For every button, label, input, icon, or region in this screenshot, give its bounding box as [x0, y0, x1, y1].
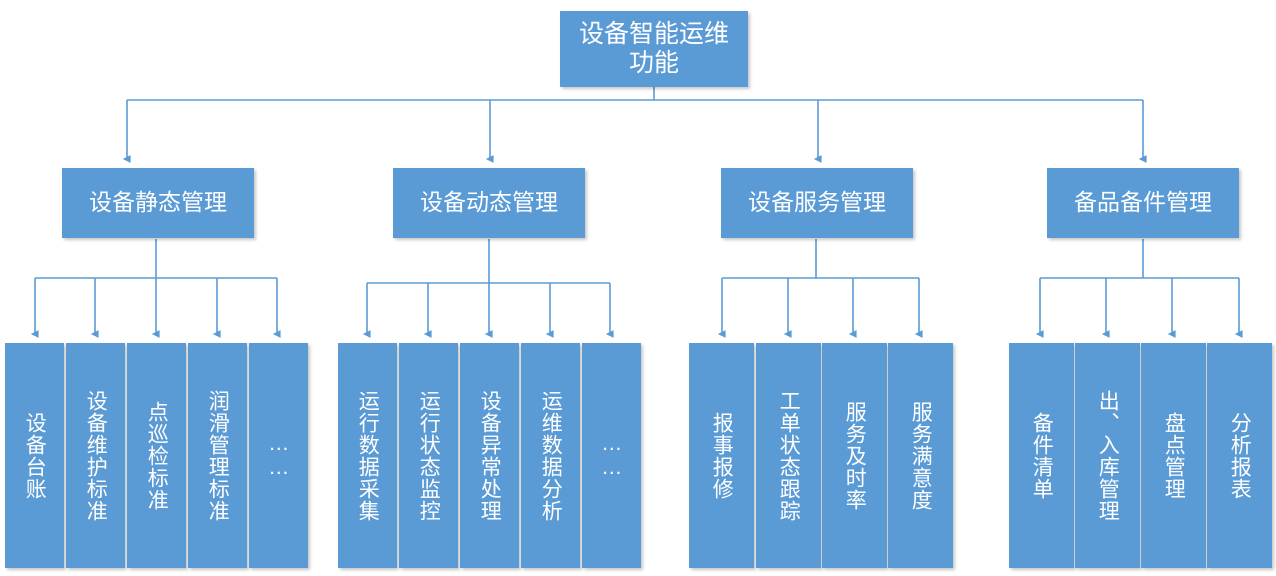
leaf-node-2-3-label: 设备异常处理 [478, 389, 502, 522]
leaf-node-1-1-label: 设备台账 [23, 411, 47, 500]
leaf-node-3-1[interactable]: 报事报修 [689, 343, 754, 568]
leaf-node-1-3-label: 点巡检标准 [145, 400, 169, 511]
leaf-node-2-4-label: 运维数据分析 [539, 389, 563, 522]
root-node-label: 设备智能运维功能 [578, 19, 729, 78]
leaf-node-1-4[interactable]: 润滑管理标准 [188, 343, 247, 568]
leaf-node-4-4-label: 分析报表 [1228, 411, 1252, 500]
leaf-node-1-3[interactable]: 点巡检标准 [127, 343, 186, 568]
branch-node-1[interactable]: 设备静态管理 [62, 168, 254, 238]
leaf-node-1-1[interactable]: 设备台账 [5, 343, 64, 568]
branch-node-3[interactable]: 设备服务管理 [721, 168, 913, 238]
branch-node-4[interactable]: 备品备件管理 [1047, 168, 1239, 238]
branch-node-3-label: 设备服务管理 [748, 189, 886, 216]
leaf-node-1-4-label: 润滑管理标准 [206, 389, 230, 522]
leaf-node-2-5-label: …… [600, 431, 624, 480]
leaf-node-1-2-label: 设备维护标准 [84, 389, 108, 522]
leaf-node-1-5[interactable]: …… [249, 343, 308, 568]
branch-node-4-label: 备品备件管理 [1074, 189, 1212, 216]
leaf-node-3-1-label: 报事报修 [710, 411, 734, 500]
branch-node-1-label: 设备静态管理 [89, 189, 227, 216]
leaf-node-2-1[interactable]: 运行数据采集 [338, 343, 397, 568]
leaf-node-3-2[interactable]: 工单状态跟踪 [756, 343, 821, 568]
leaf-node-4-1-label: 备件清单 [1030, 411, 1054, 500]
leaf-node-4-2-label: 出、入库管理 [1096, 389, 1120, 522]
root-node[interactable]: 设备智能运维功能 [560, 11, 748, 87]
leaf-node-4-3-label: 盘点管理 [1162, 411, 1186, 500]
leaf-node-3-3-label: 服务及时率 [843, 400, 867, 511]
leaf-node-4-3[interactable]: 盘点管理 [1141, 343, 1206, 568]
leaf-node-3-4-label: 服务满意度 [909, 400, 933, 511]
leaf-node-4-2[interactable]: 出、入库管理 [1075, 343, 1140, 568]
leaf-node-2-1-label: 运行数据采集 [356, 389, 380, 522]
leaf-node-3-2-label: 工单状态跟踪 [777, 389, 801, 522]
leaf-node-1-2[interactable]: 设备维护标准 [66, 343, 125, 568]
branch-node-2[interactable]: 设备动态管理 [393, 168, 585, 238]
leaf-node-2-5[interactable]: …… [582, 343, 641, 568]
leaf-node-2-2-label: 运行状态监控 [417, 389, 441, 522]
leaf-node-2-2[interactable]: 运行状态监控 [399, 343, 458, 568]
leaf-node-2-3[interactable]: 设备异常处理 [460, 343, 519, 568]
leaf-node-2-4[interactable]: 运维数据分析 [521, 343, 580, 568]
branch-node-2-label: 设备动态管理 [420, 189, 558, 216]
leaf-node-4-4[interactable]: 分析报表 [1207, 343, 1272, 568]
leaf-node-3-3[interactable]: 服务及时率 [822, 343, 887, 568]
leaf-node-1-5-label: …… [267, 431, 291, 480]
leaf-node-3-4[interactable]: 服务满意度 [888, 343, 953, 568]
leaf-node-4-1[interactable]: 备件清单 [1009, 343, 1074, 568]
